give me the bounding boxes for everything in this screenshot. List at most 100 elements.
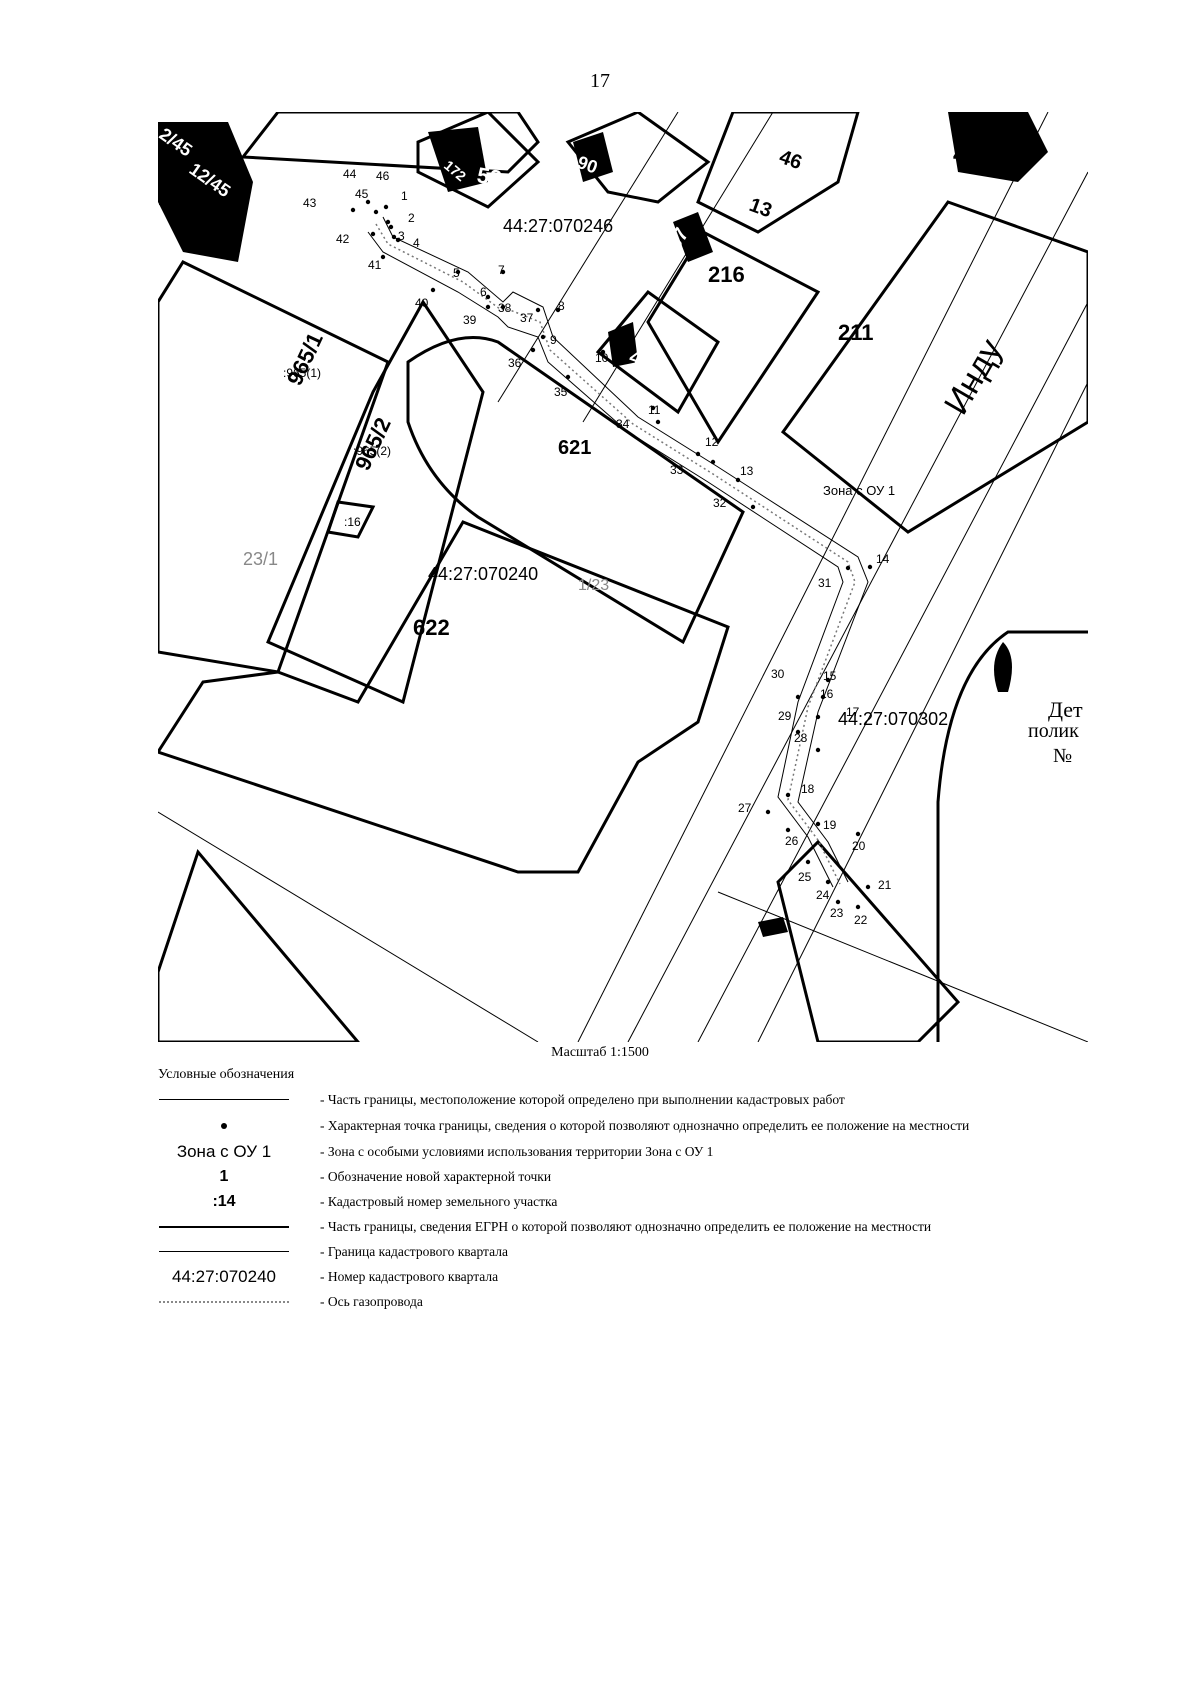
- boundary-point-label: 41: [368, 258, 382, 272]
- map-label-quarter: 44:27:070302: [838, 709, 948, 729]
- boundary-point-dot: [535, 307, 541, 313]
- boundary-point-dot: [395, 237, 401, 243]
- thin-line-symbol: [159, 1251, 289, 1252]
- street-line: [757, 381, 1088, 1042]
- legend-symbol: :14: [158, 1193, 290, 1211]
- building-clinic: [994, 642, 1012, 692]
- boundary-point-label: 7: [498, 263, 505, 277]
- boundary-point-dot: [845, 565, 851, 571]
- parcel-13: [696, 112, 860, 234]
- boundary-point-label: 46: [376, 169, 390, 183]
- parcel-52: [416, 112, 541, 209]
- parcel-47: [595, 289, 720, 415]
- boundary-point-label: 44: [343, 167, 357, 181]
- building-12-45: [158, 122, 253, 262]
- zone-boundary: [382, 216, 869, 883]
- street-line: [577, 112, 1049, 1042]
- legend-row-quarter-boundary: - Граница кадастрового квартала: [158, 1239, 1088, 1264]
- boundary-point-dot: [530, 347, 536, 353]
- legend-symbol: 44:27:070240: [158, 1267, 290, 1287]
- boundary-point-dot: [650, 405, 656, 411]
- boundary-point-dot: [500, 304, 506, 310]
- building-172: [428, 127, 488, 192]
- map-label-street_small: полик: [1028, 720, 1079, 742]
- legend-row-parcel-number: :14 - Кадастровый номер земельного участ…: [158, 1189, 1088, 1214]
- boundary-point-dot: [825, 879, 831, 885]
- boundary-point-dot: [867, 564, 873, 570]
- map-label-parcel_small: :16: [344, 515, 361, 529]
- map-label-parcel_grey: 1/23: [578, 577, 609, 594]
- map-label-parcel_small: :965(2): [353, 444, 391, 458]
- boundary-point-label: 1: [401, 189, 408, 203]
- parcel-216: [646, 230, 821, 445]
- boundary-point-dot: [655, 419, 661, 425]
- parcel-lower-left: [158, 848, 360, 1042]
- street-line: [717, 891, 1088, 1042]
- legend-text: - Ось газопровода: [320, 1293, 423, 1309]
- map-label-parcel_small: :14: [158, 194, 175, 208]
- boundary-point-dot: [795, 729, 801, 735]
- boundary-point-dot: [383, 204, 389, 210]
- legend-text: - Часть границы, сведения ЕГРН о которой…: [320, 1218, 932, 1234]
- quarter-number-symbol-text: 44:27:070240: [172, 1266, 276, 1286]
- boundary-point-dot: [555, 307, 561, 313]
- parcel-strip: [266, 299, 485, 705]
- map-label-parcel: 622: [413, 615, 450, 640]
- legend-text: - Зона с особыми условиями использования…: [320, 1143, 714, 1159]
- gas-pipeline-axis: [375, 223, 856, 885]
- boundary-point-label: 16: [820, 687, 834, 701]
- legend-row-quarter-number: 44:27:070240 - Номер кадастрового кварта…: [158, 1264, 1088, 1289]
- boundary-point-label: 36: [508, 356, 522, 370]
- boundary-point-dot: [710, 459, 716, 465]
- boundary-point-label: 21: [878, 878, 892, 892]
- boundary-point-dot: [600, 349, 606, 355]
- boundary-point-dot: [815, 747, 821, 753]
- street-line: [582, 112, 774, 423]
- legend: - Часть границы, местоположение которой …: [158, 1087, 1088, 1314]
- new-point-symbol-text: 1: [219, 1167, 229, 1185]
- building-41: [948, 112, 1048, 182]
- map-label-quarter: 44:27:070246: [503, 216, 613, 236]
- boundary-point-label: 26: [785, 834, 799, 848]
- boundary-point-label: 34: [616, 417, 630, 431]
- parcel-clinic: [936, 630, 1088, 1042]
- legend-title: Условные обозначения: [158, 1067, 295, 1082]
- legend-row-cadastral-works-boundary: - Часть границы, местоположение которой …: [158, 1087, 1088, 1112]
- boundary-point-dot: [785, 827, 791, 833]
- legend-symbol: [158, 1122, 290, 1129]
- boundary-point-dot: [825, 677, 831, 683]
- map-label-quarter: 44:27:070240: [428, 564, 538, 584]
- boundary-point-dot: [388, 224, 394, 230]
- boundary-point-label: 42: [336, 232, 350, 246]
- boundary-point-dot: [820, 694, 826, 700]
- boundary-point-label: 28: [794, 731, 808, 745]
- building-47: [608, 322, 638, 367]
- zone-boundary: [367, 231, 844, 888]
- boundary-point-label: 23: [830, 906, 844, 920]
- legend-symbol: [158, 1300, 290, 1303]
- boundary-point-label: 35: [554, 385, 568, 399]
- page-number: 17: [590, 70, 610, 92]
- parcel-622: [158, 520, 730, 874]
- boundary-point-dot: [815, 821, 821, 827]
- map-label-parcel_grey: 23/1: [243, 549, 278, 569]
- boundary-point-dot: [565, 374, 571, 380]
- street-line: [497, 112, 679, 403]
- map-label-street_small: Дет: [1048, 697, 1083, 722]
- building-57: [673, 212, 713, 262]
- legend-text: - Характерная точка границы, сведения о …: [320, 1117, 970, 1133]
- map-label-zone: Зона с ОУ 1: [823, 483, 895, 498]
- parcel-621: [406, 336, 745, 645]
- boundary-point-dot: [455, 269, 461, 275]
- map-scale: Масштаб 1:1500: [551, 1045, 649, 1060]
- parcel-965-1: [158, 260, 390, 674]
- boundary-point-label: 17: [846, 705, 860, 719]
- map-label-street_small: №: [1053, 745, 1072, 767]
- legend-row-new-point: 1 - Обозначение новой характерной точки: [158, 1164, 1088, 1189]
- legend-symbol: 1: [158, 1168, 290, 1186]
- boundary-point-dot: [835, 899, 841, 905]
- boundary-point-dot: [865, 884, 871, 890]
- boundary-point-label: 39: [463, 313, 477, 327]
- boundary-point-label: 32: [713, 496, 727, 510]
- boundary-point-label: 14: [876, 552, 890, 566]
